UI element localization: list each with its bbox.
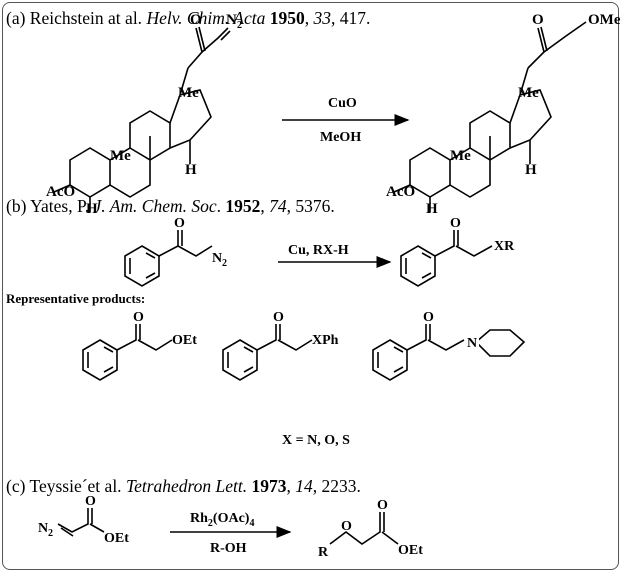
methyl-label: Me	[518, 85, 539, 101]
diazoacetophenone: O N 2	[124, 216, 227, 287]
svg-text:O: O	[341, 519, 352, 534]
reference-a: (a) Reichstein at al. Helv. Chim. Acta 1…	[6, 8, 371, 28]
reagent-cu-rxh: Cu, RX-H	[288, 243, 349, 258]
svg-text:O: O	[450, 216, 461, 231]
product-c: R O O OEt	[318, 498, 423, 560]
ethyl-diazoacetate: N 2 O OEt	[38, 494, 129, 546]
reagent-meoh: MeOH	[320, 130, 361, 145]
product-ethoxy: O OEt	[82, 310, 197, 381]
hydrogen-label: H	[185, 162, 197, 178]
reagent-rh2oac4: Rh2(OAc)4	[190, 511, 254, 529]
reference-c: (c) Teyssie´et al. Tetrahedron Lett. 197…	[6, 476, 361, 496]
carbonyl-oxygen: O	[532, 12, 544, 28]
reagent-roh: R-OH	[210, 541, 247, 556]
methoxy-label: OMe	[588, 12, 621, 28]
svg-text:XPh: XPh	[312, 333, 339, 348]
svg-text:OEt: OEt	[398, 543, 423, 558]
methyl-label: Me	[178, 85, 199, 101]
methyl-label: Me	[110, 148, 131, 164]
product-b: O XR	[400, 216, 515, 287]
acetoxy-label: AcO	[386, 184, 415, 200]
acetoxy-label: AcO	[46, 184, 75, 200]
svg-text:OEt: OEt	[104, 531, 129, 546]
representative-products-label: Representative products:	[6, 291, 146, 306]
svg-text:O: O	[133, 310, 144, 325]
diazo-N: N	[226, 12, 237, 28]
svg-text:2: 2	[48, 528, 53, 539]
svg-text:N: N	[38, 521, 48, 536]
svg-text:2: 2	[222, 258, 227, 269]
svg-text:N: N	[212, 251, 222, 266]
hydrogen-label: H	[525, 162, 537, 178]
svg-text:OEt: OEt	[172, 333, 197, 348]
svg-text:O: O	[273, 310, 284, 325]
svg-text:O: O	[423, 310, 434, 325]
reference-b: (b) Yates, P. J. Am. Chem. Soc. 1952, 74…	[6, 196, 335, 216]
svg-text:O: O	[377, 498, 388, 513]
product-xph: O XPh	[222, 310, 339, 381]
product-piperidine: O N	[372, 310, 526, 381]
reagent-cuo: CuO	[328, 96, 357, 111]
svg-text:2: 2	[237, 20, 242, 31]
svg-text:O: O	[174, 216, 185, 231]
steroid-methoxyketone: O OMe Me Me H H AcO	[386, 12, 621, 217]
methyl-label: Me	[450, 148, 471, 164]
svg-text:R: R	[318, 545, 329, 560]
svg-text:N: N	[467, 336, 477, 351]
arrow-c: Rh2(OAc)4 R-OH	[170, 511, 292, 556]
svg-text:O: O	[85, 494, 96, 509]
carbonyl-oxygen: O	[190, 12, 202, 28]
x-definition: X = N, O, S	[282, 433, 350, 448]
steroid-diazoketone: O N 2 Me Me H H AcO	[46, 12, 242, 217]
svg-text:XR: XR	[494, 239, 515, 254]
arrow-b: Cu, RX-H	[278, 243, 392, 268]
arrow-a: CuO MeOH	[282, 96, 410, 145]
hydrogen-label: H	[426, 201, 438, 217]
hydrogen-label: H	[86, 201, 98, 217]
